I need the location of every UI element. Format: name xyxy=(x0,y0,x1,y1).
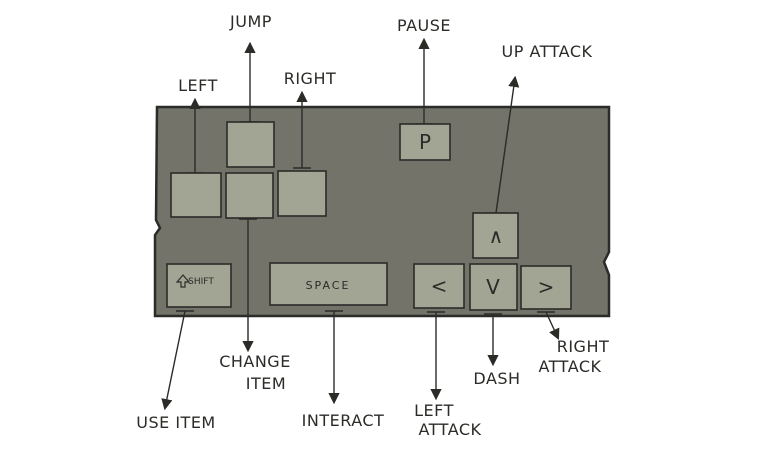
label-left-attack-line2: ATTACK xyxy=(418,420,481,439)
key-right[interactable] xyxy=(277,170,327,217)
key-dash[interactable]: V xyxy=(469,263,518,311)
label-jump: JUMP xyxy=(229,12,272,31)
label-pause: PAUSE xyxy=(397,16,451,35)
key-right-label: > xyxy=(538,275,555,299)
label-right-attack-line2: ATTACK xyxy=(538,357,601,376)
key-space-label: SPACE xyxy=(306,279,351,292)
key-pause[interactable]: P xyxy=(399,123,451,161)
label-left: LEFT xyxy=(178,76,218,95)
key-space[interactable]: SPACE xyxy=(269,262,388,306)
label-interact: INTERACT xyxy=(302,411,385,430)
key-right-attack[interactable]: > xyxy=(520,265,572,310)
key-left-label: < xyxy=(431,274,448,298)
label-up-attack: UP ATTACK xyxy=(502,42,593,61)
label-change-item-line2: ITEM xyxy=(246,374,286,393)
key-pause-label: P xyxy=(419,130,431,154)
key-up-attack[interactable]: ∧ xyxy=(472,212,519,259)
key-left[interactable] xyxy=(170,172,222,218)
key-change-item[interactable] xyxy=(225,172,274,219)
up-arrow-icon xyxy=(175,274,191,288)
label-dash: DASH xyxy=(473,369,520,388)
key-up-label: ∧ xyxy=(489,224,504,248)
key-jump[interactable] xyxy=(226,121,275,168)
key-shift-label: SHIFT xyxy=(188,277,214,287)
label-change-item-line1: CHANGE xyxy=(219,352,291,371)
label-right-attack-line1: RIGHT xyxy=(557,337,610,356)
label-right: RIGHT xyxy=(284,69,337,88)
key-down-label: V xyxy=(486,275,500,299)
label-use-item: USE ITEM xyxy=(136,413,215,432)
label-left-attack-line1: LEFT xyxy=(414,401,454,420)
key-shift[interactable]: SHIFT xyxy=(166,263,232,308)
key-left-attack[interactable]: < xyxy=(413,263,465,309)
